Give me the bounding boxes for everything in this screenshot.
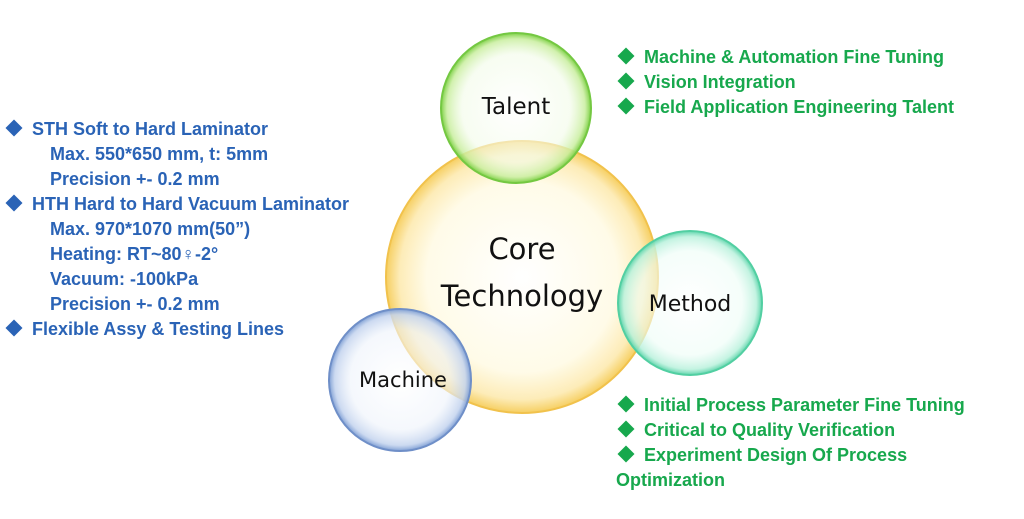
diamond-bullet-icon — [5, 319, 23, 337]
list-item: HTH Hard to Hard Vacuum Laminator — [4, 192, 349, 217]
diamond-bullet-icon — [617, 445, 635, 463]
list-item-detail: Heating: RT~80♀-2° — [50, 244, 219, 264]
list-item-detail: Vacuum: -100kPa — [50, 269, 199, 289]
list-item: Field Application Engineering Talent — [616, 95, 954, 120]
diamond-bullet-icon — [5, 119, 23, 137]
method-list: Initial Process Parameter Fine Tuning Cr… — [616, 393, 965, 493]
list-item-detail: Precision +- 0.2 mm — [50, 169, 220, 189]
diamond-bullet-icon — [5, 194, 23, 212]
core-label-line1: Core — [488, 232, 556, 266]
diamond-bullet-icon — [617, 420, 635, 438]
talent-label: Talent — [481, 94, 551, 120]
list-item-detail: Precision +- 0.2 mm — [50, 294, 220, 314]
machine-circle — [328, 308, 472, 452]
list-item-label: STH Soft to Hard Laminator — [32, 119, 269, 139]
talent-list: Machine & Automation Fine Tuning Vision … — [616, 45, 954, 120]
left-feature-list: STH Soft to Hard Laminator Max. 550*650 … — [4, 117, 349, 342]
list-item-label: Flexible Assy & Testing Lines — [32, 319, 285, 339]
list-item-label: HTH Hard to Hard Vacuum Laminator — [32, 194, 350, 214]
list-item-detail: Max. 970*1070 mm(50”) — [50, 219, 251, 239]
method-circle — [617, 230, 763, 376]
list-item-label: Critical to Quality Verification — [644, 420, 896, 440]
talent-circle — [440, 32, 592, 184]
method-label: Method — [648, 292, 732, 317]
machine-label: Machine — [359, 368, 447, 392]
list-item: Critical to Quality Verification — [616, 418, 965, 443]
diamond-bullet-icon — [617, 395, 635, 413]
list-item: Vision Integration — [616, 70, 954, 95]
list-item-label: Experiment Design Of Process — [644, 445, 908, 465]
list-item: Flexible Assy & Testing Lines — [4, 317, 349, 342]
list-item-label: Initial Process Parameter Fine Tuning — [644, 395, 965, 415]
core-technology-label: Core Technology — [412, 226, 632, 320]
diamond-bullet-icon — [617, 72, 635, 90]
list-item-label: Machine & Automation Fine Tuning — [644, 47, 944, 67]
list-item-detail: Max. 550*650 mm, t: 5mm — [50, 144, 269, 164]
list-item: STH Soft to Hard Laminator — [4, 117, 349, 142]
list-item-continuation: Optimization — [616, 470, 725, 490]
diamond-bullet-icon — [617, 47, 635, 65]
core-label-line2: Technology — [440, 279, 604, 313]
list-item: Experiment Design Of Process — [616, 443, 965, 468]
list-item-label: Vision Integration — [644, 72, 796, 92]
diamond-bullet-icon — [617, 97, 635, 115]
list-item: Machine & Automation Fine Tuning — [616, 45, 954, 70]
list-item: Initial Process Parameter Fine Tuning — [616, 393, 965, 418]
list-item-label: Field Application Engineering Talent — [644, 97, 955, 117]
